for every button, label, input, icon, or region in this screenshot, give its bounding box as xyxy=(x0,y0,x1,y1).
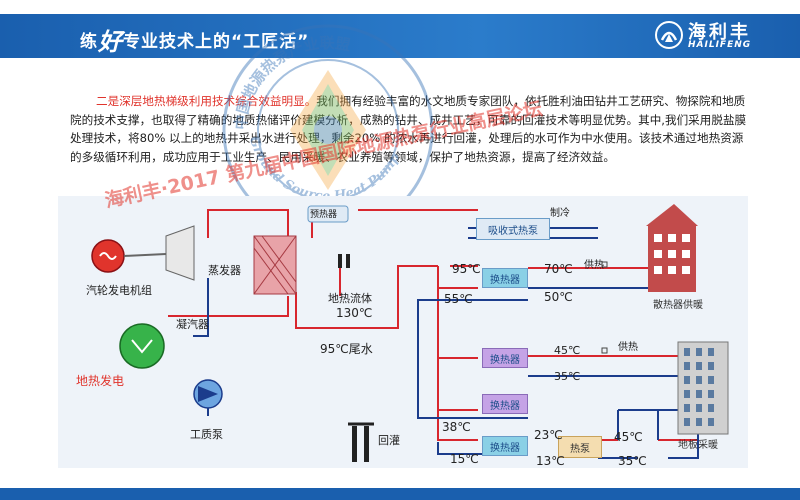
box-heat-pump: 热泵 xyxy=(558,436,602,458)
title-prefix: 练 xyxy=(80,32,98,52)
geothermal-diagram: 汽轮发电机组 凝汽器 地热发电 工质泵 蒸发器 预热器 地热流体 130℃ 95… xyxy=(58,196,748,468)
label-pump: 工质泵 xyxy=(190,428,223,441)
box-hx-2: 换热器 xyxy=(482,348,528,368)
logo-en: HAILIFENG xyxy=(688,40,752,50)
company-logo: 海利丰 HAILIFENG xyxy=(648,16,796,56)
alliance-seal-icon: 中国地源热泵产业联盟 Ground Source Heat Pump xyxy=(222,24,434,236)
paragraph-body: 我们拥有经验丰富的水文地质专家团队，依托胜利油田钻井工艺研究、物探院和地质院的技… xyxy=(70,94,747,164)
diagram-pipes xyxy=(91,204,729,462)
title-suffix: 专业技术上的“工匠活” xyxy=(123,32,310,52)
body-paragraph: 二是深层地热梯级利用技术综合效益明显。我们拥有经验丰富的水文地质专家团队，依托胜… xyxy=(70,92,750,166)
label-condenser: 凝汽器 xyxy=(176,318,209,331)
label-supply-2: 供热 xyxy=(618,342,638,353)
label-reinject: 回灌 xyxy=(378,434,400,447)
page-title: 练好专业技术上的“工匠活” xyxy=(80,22,309,57)
temp-45b: 45℃ xyxy=(614,430,643,444)
label-geo-temp: 130℃ xyxy=(336,306,373,320)
box-absorb-heat-pump: 吸收式热泵 xyxy=(476,218,550,240)
logo-cn: 海利丰 xyxy=(688,22,751,43)
label-evaporator: 蒸发器 xyxy=(208,264,241,277)
label-radiator: 散热器供暖 xyxy=(653,300,703,311)
box-hx-3: 换热器 xyxy=(482,394,528,414)
temp-23: 23℃ xyxy=(534,428,563,442)
box-hx-4: 换热器 xyxy=(482,436,528,456)
temp-35b: 35℃ xyxy=(618,454,647,468)
temp-38: 38℃ xyxy=(442,420,471,434)
header-bar: 练好专业技术上的“工匠活” 海利丰 HAILIFENG xyxy=(0,0,800,68)
temp-95: 95℃ xyxy=(452,262,481,276)
temp-35a: 35℃ xyxy=(554,370,581,383)
label-generator: 汽轮发电机组 xyxy=(86,284,152,297)
temp-55: 55℃ xyxy=(444,292,473,306)
logo-mark-icon xyxy=(655,21,683,49)
box-hx-1: 换热器 xyxy=(482,268,528,288)
temp-50: 50℃ xyxy=(544,290,573,304)
paragraph-highlight: 二是深层地热梯级利用技术综合效益明显。 xyxy=(96,94,317,108)
label-tail-water: 95℃尾水 xyxy=(320,342,373,356)
title-big-char: 好 xyxy=(98,28,123,56)
temp-15: 15℃ xyxy=(450,452,479,466)
label-geo-power: 地热发电 xyxy=(76,374,125,388)
temp-70: 70℃ xyxy=(544,262,573,276)
temp-13: 13℃ xyxy=(536,454,565,468)
label-supply-1: 供热 xyxy=(584,260,604,271)
label-geo-fluid: 地热流体 xyxy=(328,292,372,305)
label-floor: 地板采暖 xyxy=(678,440,718,451)
footer-bar xyxy=(0,488,800,500)
temp-45a: 45℃ xyxy=(554,344,581,357)
label-preheater: 预热器 xyxy=(310,210,338,220)
label-cooling: 制冷 xyxy=(550,208,570,219)
